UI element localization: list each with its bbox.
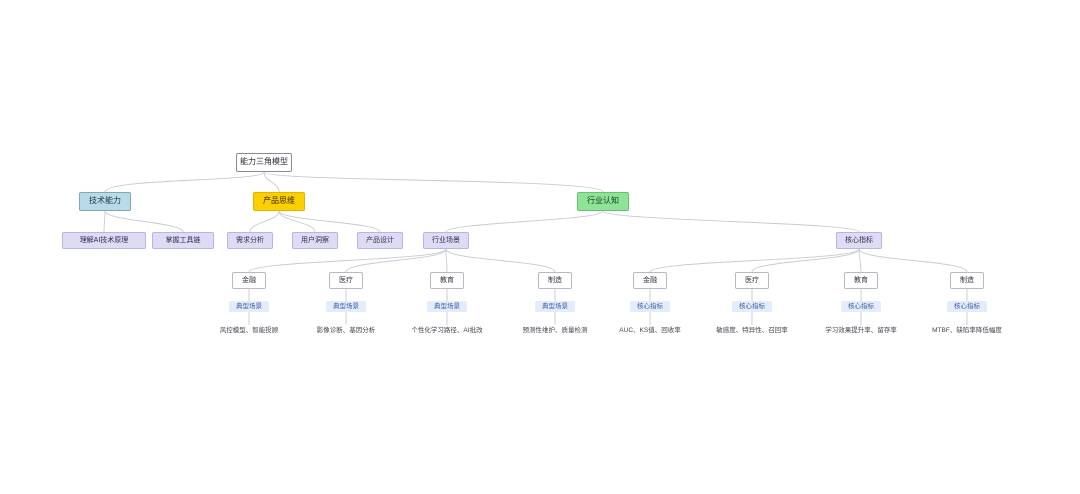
edge-scenario-d1 — [248, 248, 447, 273]
chip-core-metric-manufacturing[interactable]: 核心指标 — [947, 301, 987, 312]
node-scenario-domain-education[interactable]: 教育 — [430, 272, 464, 289]
node-metric-domain-healthcare[interactable]: 医疗 — [735, 272, 769, 289]
chip-core-metric-healthcare[interactable]: 核心指标 — [732, 301, 772, 312]
leaf-metric-finance: AUC、KS值、回收率 — [619, 326, 681, 334]
edge-scenario-d2 — [345, 248, 447, 273]
edge-product-c2 — [278, 210, 316, 233]
chip-typical-scenario-education[interactable]: 典型场景 — [427, 301, 467, 312]
node-product-thinking[interactable]: 产品思维 — [253, 192, 305, 211]
node-requirement-analysis[interactable]: 需求分析 — [227, 232, 273, 249]
edge-product-c3 — [278, 210, 381, 233]
chip-typical-scenario-manufacturing[interactable]: 典型场景 — [535, 301, 575, 312]
edge-product-c1 — [249, 210, 280, 233]
node-root[interactable]: 能力三角模型 — [236, 153, 292, 172]
node-metric-domain-education[interactable]: 教育 — [844, 272, 878, 289]
node-product-design[interactable]: 产品设计 — [357, 232, 403, 249]
node-user-insight[interactable]: 用户洞察 — [292, 232, 338, 249]
edge-metric-d2 — [751, 248, 860, 273]
node-industry-knowledge[interactable]: 行业认知 — [577, 192, 629, 211]
edge-tech-c1 — [103, 210, 106, 233]
edge-root-product — [263, 171, 280, 193]
leaf-metric-education: 学习效果提升率、留存率 — [825, 326, 897, 334]
edge-tech-c2 — [104, 210, 184, 233]
node-metric-domain-manufacturing[interactable]: 制造 — [950, 272, 984, 289]
node-scenario-domain-manufacturing[interactable]: 制造 — [538, 272, 572, 289]
edge-root-industry — [263, 171, 604, 193]
edge-metric-d4 — [858, 248, 968, 273]
node-master-toolchain[interactable]: 掌握工具链 — [152, 232, 214, 249]
chip-core-metric-finance[interactable]: 核心指标 — [630, 301, 670, 312]
chip-typical-scenario-healthcare[interactable]: 典型场景 — [326, 301, 366, 312]
chip-core-metric-education[interactable]: 核心指标 — [841, 301, 881, 312]
leaf-scenario-education: 个性化学习路径、AI批改 — [411, 326, 483, 334]
leaf-metric-healthcare: 敏感度、特异性、召回率 — [716, 326, 788, 334]
leaf-metric-manufacturing: MTBF、缺陷率降低幅度 — [932, 326, 1002, 334]
chip-typical-scenario-finance[interactable]: 典型场景 — [229, 301, 269, 312]
leaf-scenario-healthcare: 影像诊断、基因分析 — [316, 326, 376, 334]
node-understand-ai-principles[interactable]: 理解AI技术原理 — [62, 232, 146, 249]
leaf-scenario-manufacturing: 预测性维护、质量检测 — [522, 326, 588, 334]
leaf-scenario-finance: 风控模型、智能投顾 — [219, 326, 279, 334]
edge-scenario-d4 — [445, 248, 556, 273]
edge-metric-d3 — [858, 248, 862, 273]
node-scenario-domain-healthcare[interactable]: 医疗 — [329, 272, 363, 289]
edge-industry-c1 — [445, 210, 604, 233]
node-metric-domain-finance[interactable]: 金融 — [633, 272, 667, 289]
node-industry-scenario[interactable]: 行业场景 — [423, 232, 469, 249]
node-core-metrics[interactable]: 核心指标 — [836, 232, 882, 249]
node-scenario-domain-finance[interactable]: 金融 — [232, 272, 266, 289]
node-tech-capability[interactable]: 技术能力 — [79, 192, 131, 211]
edge-metric-d1 — [649, 248, 860, 273]
edge-root-tech — [104, 171, 265, 193]
edge-industry-c2 — [602, 210, 860, 233]
edge-scenario-d3 — [445, 248, 448, 273]
